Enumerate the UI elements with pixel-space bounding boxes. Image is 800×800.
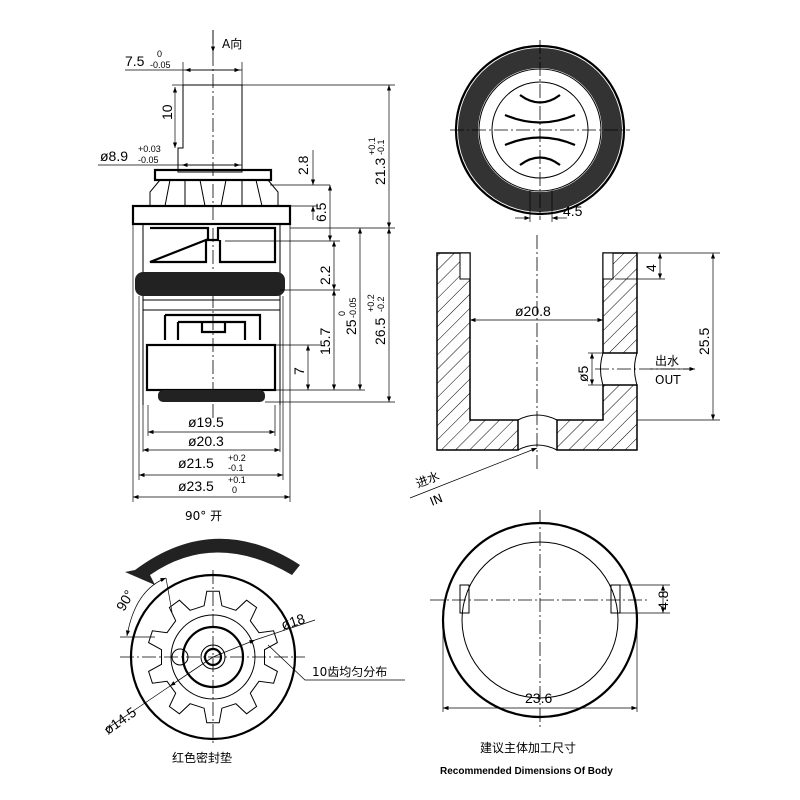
seal-note: 红色密封垫 <box>172 750 232 765</box>
tol-upper: +0.1 <box>228 475 246 485</box>
rotation-arrow <box>125 538 300 585</box>
flange <box>131 204 292 226</box>
body-view: 4.8 23.6 建议主体加工尺寸 Recommended Dimensions… <box>430 510 671 777</box>
dia-14-5: ø14.5 <box>101 704 140 738</box>
tol-lower: 0 <box>232 485 237 495</box>
tol-upper: +0.03 <box>138 144 161 154</box>
tol-lower: -0.05 <box>138 155 159 165</box>
stem <box>177 84 243 173</box>
dim-4-8: 4.8 <box>655 590 671 610</box>
teeth-note: 10齿均匀分布 <box>312 665 387 679</box>
stem-height-dim: 10 <box>159 104 175 120</box>
top-view: 4.5 <box>450 40 630 222</box>
tol-lower: -0.05 <box>348 297 358 318</box>
tol-lower: -0.1 <box>228 463 244 473</box>
dia-5: ø5 <box>575 365 591 382</box>
tol-lower: -0.05 <box>150 60 171 70</box>
dia-21-5: ø21.5 <box>178 455 214 471</box>
dim-25: 25 <box>343 319 359 335</box>
dim-4: 4 <box>643 264 659 272</box>
water-out-en: OUT <box>655 373 681 387</box>
tol-upper: +0.2 <box>228 453 246 463</box>
open-angle-label: 90° 开 <box>185 509 222 523</box>
tol-upper: +0.1 <box>367 137 377 155</box>
stem-dia-dim: ø8.9 <box>100 148 128 164</box>
dim-26-5: 26.5 <box>372 318 388 345</box>
dia-18: ø18 <box>279 610 307 633</box>
lower-band <box>145 343 277 392</box>
water-in-en: IN <box>428 491 445 509</box>
dia-23-5: ø23.5 <box>178 478 214 494</box>
dim-7: 7 <box>291 367 307 375</box>
dim-6-5: 6.5 <box>313 202 329 222</box>
tol-lower: -0.2 <box>376 296 386 312</box>
dim-2-8: 2.8 <box>295 155 311 175</box>
tol-upper: 0 <box>337 311 347 316</box>
bottom-seal <box>158 390 265 402</box>
gear-teeth <box>147 590 279 724</box>
tol-lower: -0.1 <box>376 139 386 155</box>
tol-upper: +0.2 <box>366 294 376 312</box>
tol-upper: 0 <box>157 49 162 59</box>
dim-15-7: 15.7 <box>317 328 333 355</box>
angle-90: 90° <box>113 587 137 613</box>
caption-cn: 建议主体加工尺寸 <box>480 741 576 755</box>
water-out-cn: 出水 <box>655 354 679 368</box>
dim-25-5: 25.5 <box>696 328 712 355</box>
side-view: A向 7.5 0 -0.05 10 ø8.9 +0.03 -0.05 <box>98 30 395 502</box>
rotation-view: 90° 开 90° ø18 ø14.5 10齿均匀分布 红色密封垫 <box>101 509 405 765</box>
dim-4-5: 4.5 <box>563 203 583 219</box>
dim-21-3: 21.3 <box>372 158 388 185</box>
dia-20-8: ø20.8 <box>515 303 551 319</box>
dia-19-5: ø19.5 <box>188 414 224 430</box>
dim-23-6: 23.6 <box>525 690 552 706</box>
stem-width-dim: 7.5 <box>125 53 145 69</box>
section-view: ø20.8 4 25.5 ø5 出水 OUT 进水 IN <box>409 235 720 509</box>
o-ring <box>135 272 285 296</box>
dia-20-3: ø20.3 <box>188 433 224 449</box>
cap <box>153 168 273 182</box>
dim-2-2: 2.2 <box>317 265 333 285</box>
view-direction-label: A向 <box>222 36 242 51</box>
caption-en: Recommended Dimensions Of Body <box>440 766 613 777</box>
